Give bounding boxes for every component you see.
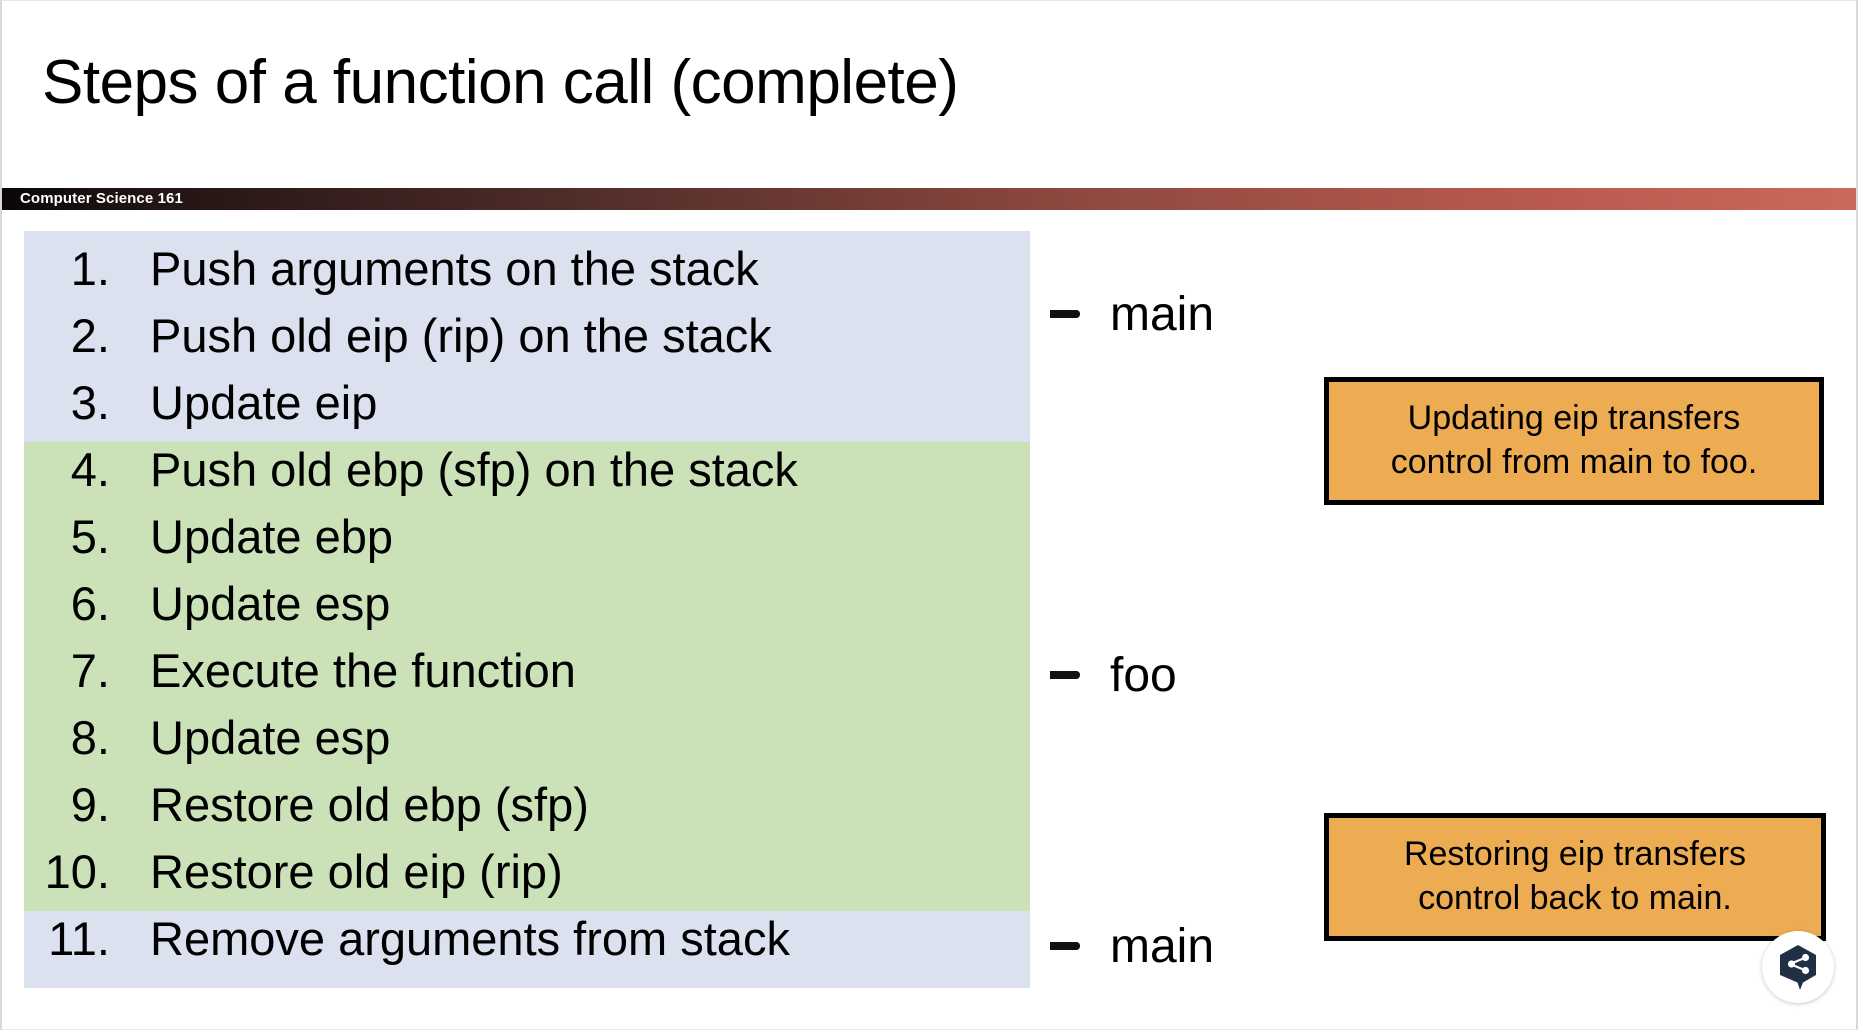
right-brace-icon: [1050, 942, 1080, 950]
list-item: 6. Update esp: [24, 576, 1030, 643]
step-number: 4.: [70, 443, 110, 496]
step-text: Update eip: [150, 376, 378, 429]
step-number: 5.: [70, 510, 110, 563]
brace-group-main-bottom: main: [1050, 917, 1214, 975]
step-number: 10.: [44, 845, 110, 898]
step-number: 9.: [70, 778, 110, 831]
brace-label-main-top: main: [1110, 287, 1215, 341]
page-title: Steps of a function call (complete): [42, 48, 959, 117]
share-node-bubble-icon[interactable]: [1762, 931, 1834, 1003]
course-banner: Computer Science 161: [2, 188, 1856, 210]
step-text: Push old ebp (sfp) on the stack: [150, 443, 798, 496]
step-text: Push old eip (rip) on the stack: [150, 309, 772, 362]
list-item: 11. Remove arguments from stack: [24, 911, 1030, 978]
step-text: Remove arguments from stack: [150, 912, 790, 965]
callout-updating-eip: Updating eip transfers control from main…: [1324, 377, 1824, 505]
list-item: 7. Execute the function: [24, 643, 1030, 710]
step-text: Push arguments on the stack: [150, 242, 759, 295]
step-number: 3.: [70, 376, 110, 429]
steps-list: 1. Push arguments on the stack 2. Push o…: [24, 231, 1030, 988]
brace-group-foo: foo: [1050, 449, 1177, 901]
steps-block-main-top-padding: [24, 231, 1030, 241]
brace-label-main-bottom: main: [1110, 919, 1215, 973]
step-number: 6.: [70, 577, 110, 630]
callout-line: control from main to foo.: [1390, 443, 1758, 481]
step-text: Restore old ebp (sfp): [150, 778, 589, 831]
course-banner-label: Computer Science 161: [20, 190, 183, 207]
list-item: 4. Push old ebp (sfp) on the stack: [24, 442, 1030, 509]
brace-group-main-top: main: [1050, 245, 1214, 383]
list-item: 9. Restore old ebp (sfp): [24, 777, 1030, 844]
callout-line: Updating eip transfers: [1407, 399, 1741, 438]
step-text: Execute the function: [150, 644, 576, 697]
steps-block-main-bottom-padding: [24, 978, 1030, 988]
right-brace-icon: [1050, 671, 1080, 679]
right-brace-icon: [1050, 310, 1080, 318]
step-text: Update ebp: [150, 510, 394, 563]
step-number: 2.: [70, 309, 110, 362]
step-number: 7.: [70, 644, 110, 697]
step-number: 1.: [70, 242, 110, 295]
step-number: 8.: [70, 711, 110, 764]
list-item: 1. Push arguments on the stack: [24, 241, 1030, 308]
callout-line: Restoring eip transfers: [1403, 835, 1747, 874]
list-item: 5. Update ebp: [24, 509, 1030, 576]
step-text: Restore old eip (rip): [150, 845, 563, 898]
callout-restoring-eip: Restoring eip transfers control back to …: [1324, 813, 1826, 941]
list-item: 2. Push old eip (rip) on the stack: [24, 308, 1030, 375]
callout-line: control back to main.: [1418, 879, 1732, 917]
list-item: 10. Restore old eip (rip): [24, 844, 1030, 911]
list-item: 8. Update esp: [24, 710, 1030, 777]
step-text: Update esp: [150, 577, 391, 630]
step-text: Update esp: [150, 711, 391, 764]
step-number: 11.: [48, 912, 110, 965]
list-item: 3. Update eip: [24, 375, 1030, 442]
brace-label-foo: foo: [1110, 648, 1177, 702]
